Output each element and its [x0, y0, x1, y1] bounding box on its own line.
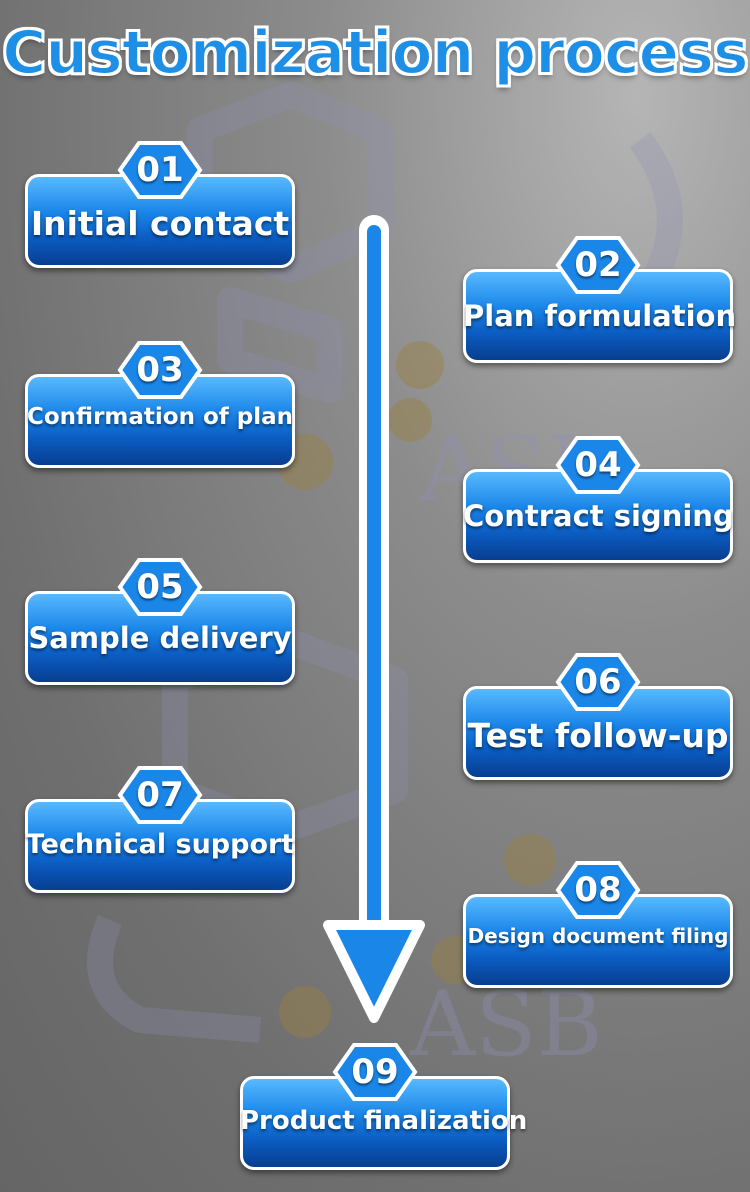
hexagon-icon [117, 558, 203, 616]
gear-icon [279, 986, 331, 1038]
gear-icon [388, 398, 432, 442]
hexagon-icon [555, 861, 641, 919]
step-label: Plan formulation [463, 299, 737, 333]
step-label: Contract signing [463, 499, 734, 533]
step-label: Technical support [25, 829, 295, 860]
step-03: 03 Confirmation of plan [25, 340, 295, 468]
gear-icon [504, 834, 556, 886]
hexagon-icon [555, 436, 641, 494]
hexagon-icon [117, 141, 203, 199]
hexagon-icon [117, 766, 203, 824]
step-number: 06 [574, 662, 622, 702]
step-number: 03 [136, 350, 184, 390]
watermark-text-bottom: ASB [409, 972, 603, 1077]
hexagon-icon [117, 341, 203, 399]
step-01: 01 Initial contact [25, 140, 295, 268]
step-label: Initial contact [30, 204, 290, 243]
step-07: 07 Technical support [25, 765, 295, 893]
step-number: 04 [574, 445, 622, 485]
step-label: Test follow-up [467, 716, 729, 755]
step-label: Design document filing [467, 924, 729, 948]
step-number: 05 [136, 567, 184, 607]
step-label: Confirmation of plan [26, 404, 294, 430]
hexagon-icon [555, 653, 641, 711]
step-04: 04 Contract signing [463, 435, 734, 563]
step-label: Product finalization [240, 1106, 528, 1136]
step-09: 09 Product finalization [240, 1042, 528, 1170]
step-06: 06 Test follow-up [463, 652, 733, 780]
step-number: 08 [574, 870, 622, 910]
step-number: 01 [136, 150, 184, 190]
gear-icon [396, 341, 444, 389]
step-number: 07 [136, 775, 184, 815]
hexagon-icon [555, 236, 641, 294]
hexagon-icon [332, 1043, 418, 1101]
page-title: Customization process [1, 17, 749, 89]
step-05: 05 Sample delivery [25, 557, 295, 685]
step-number: 09 [351, 1052, 399, 1092]
step-02: 02 Plan formulation [463, 235, 737, 363]
step-label: Sample delivery [28, 621, 292, 655]
step-08: 08 Design document filing [463, 860, 733, 988]
step-number: 02 [574, 245, 622, 285]
